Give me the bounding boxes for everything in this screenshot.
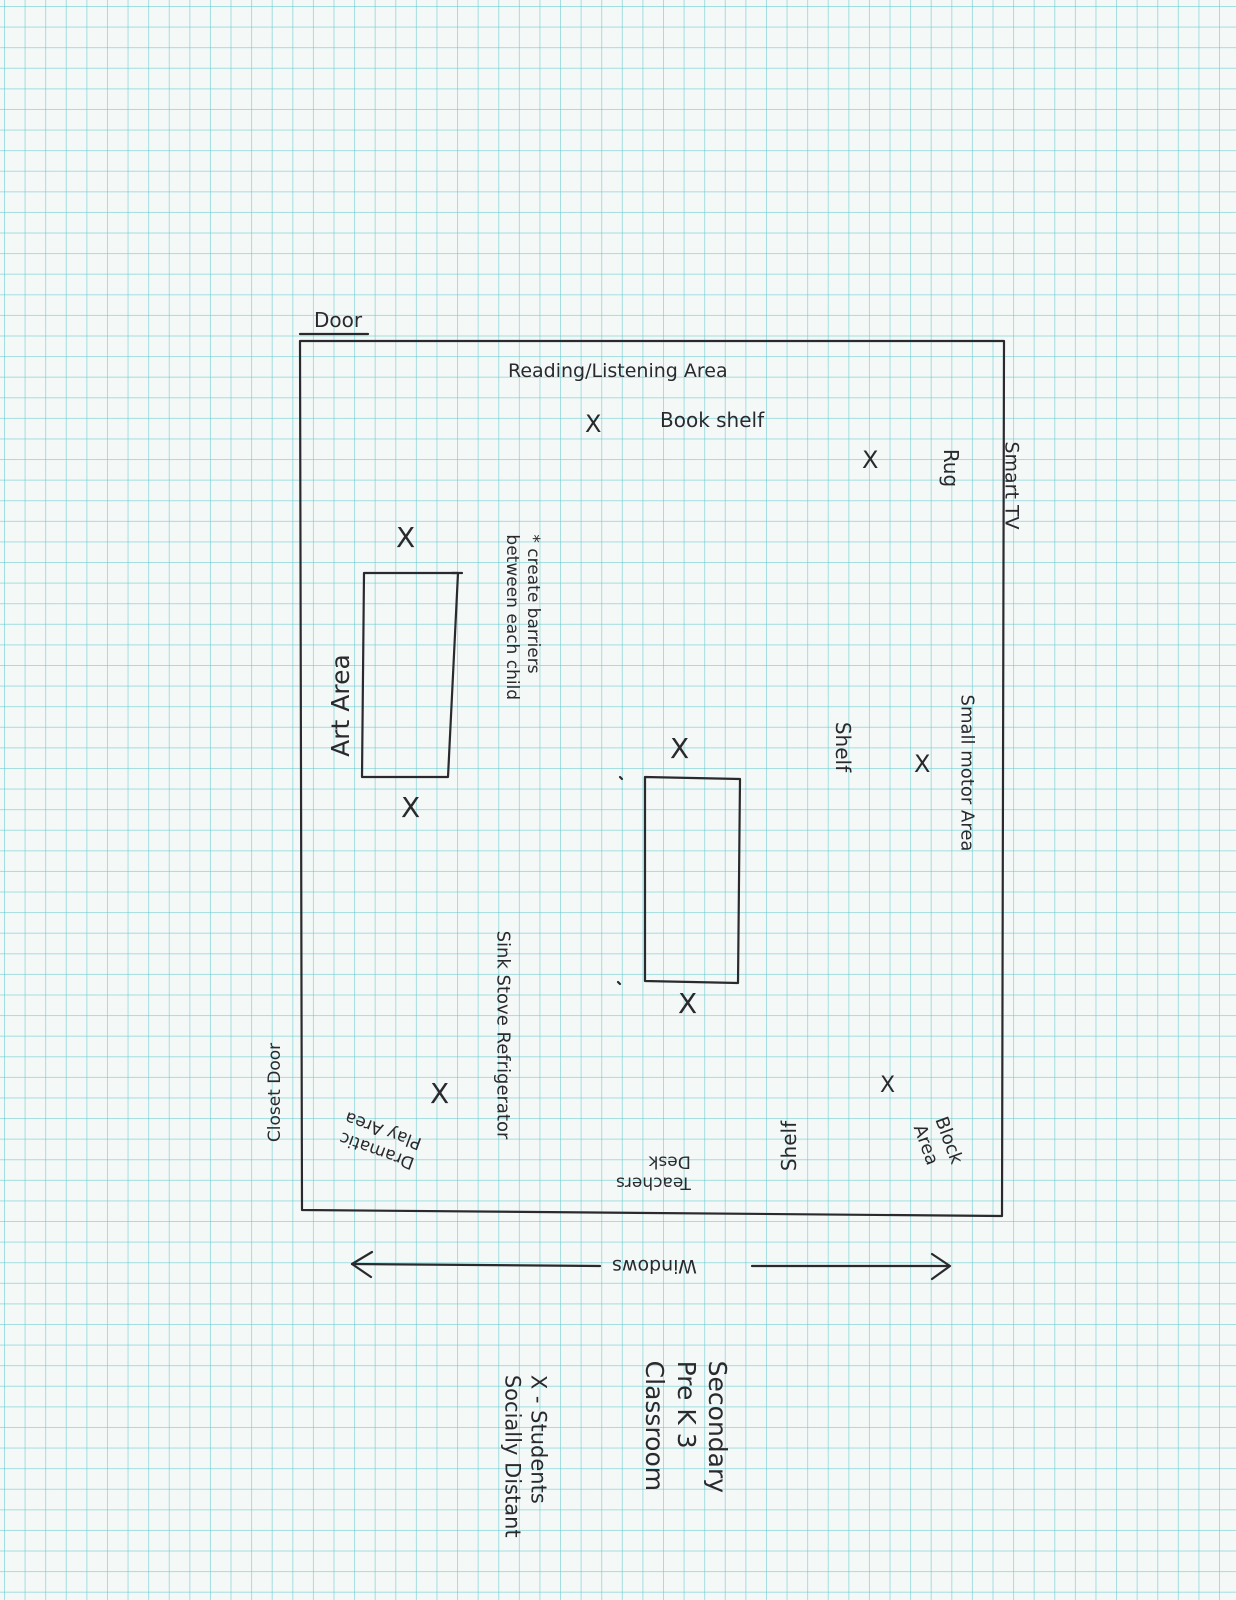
bookshelf-label: Book shelf	[660, 408, 765, 432]
student-mark: X	[914, 750, 931, 778]
barrier-note: * create barriers between each child	[501, 534, 544, 701]
student-mark: X	[880, 1073, 896, 1098]
student-mark: X	[396, 521, 416, 554]
student-mark: X	[585, 410, 602, 438]
student-mark: X	[401, 791, 421, 824]
art-area-label: Art Area	[325, 654, 355, 757]
small-motor-area-label: Small motor Area	[956, 694, 978, 852]
rug-label: Rug	[939, 448, 964, 488]
student-mark: X	[678, 987, 698, 1020]
student-mark: X	[430, 1077, 450, 1110]
art-table	[360, 571, 460, 779]
teachers-desk-label: Teachers Desk	[616, 1151, 691, 1193]
reading-listening-area-label: Reading/Listening Area	[508, 360, 728, 382]
windows-label: Windows	[612, 1255, 697, 1277]
smart-tv-label: Smart TV	[1000, 441, 1023, 530]
closet-door-label: Closet Door	[265, 1042, 286, 1143]
diagram-title: Secondary Pre K 3 Classroom	[640, 1360, 733, 1494]
room-outline	[298, 339, 1006, 1218]
student-mark: X	[862, 446, 879, 474]
student-mark: X	[670, 732, 690, 765]
center-table	[643, 775, 742, 985]
shelf-label-2: Shelf	[777, 1120, 802, 1172]
windows-arrow-left	[350, 1262, 602, 1268]
legend-students: X - Students Socially Distant	[500, 1374, 551, 1538]
door-label: Door	[314, 308, 363, 332]
sink-stove-refrigerator-label: Sink Stove Refrigerator	[492, 930, 514, 1140]
shelf-label-1: Shelf	[831, 721, 856, 773]
